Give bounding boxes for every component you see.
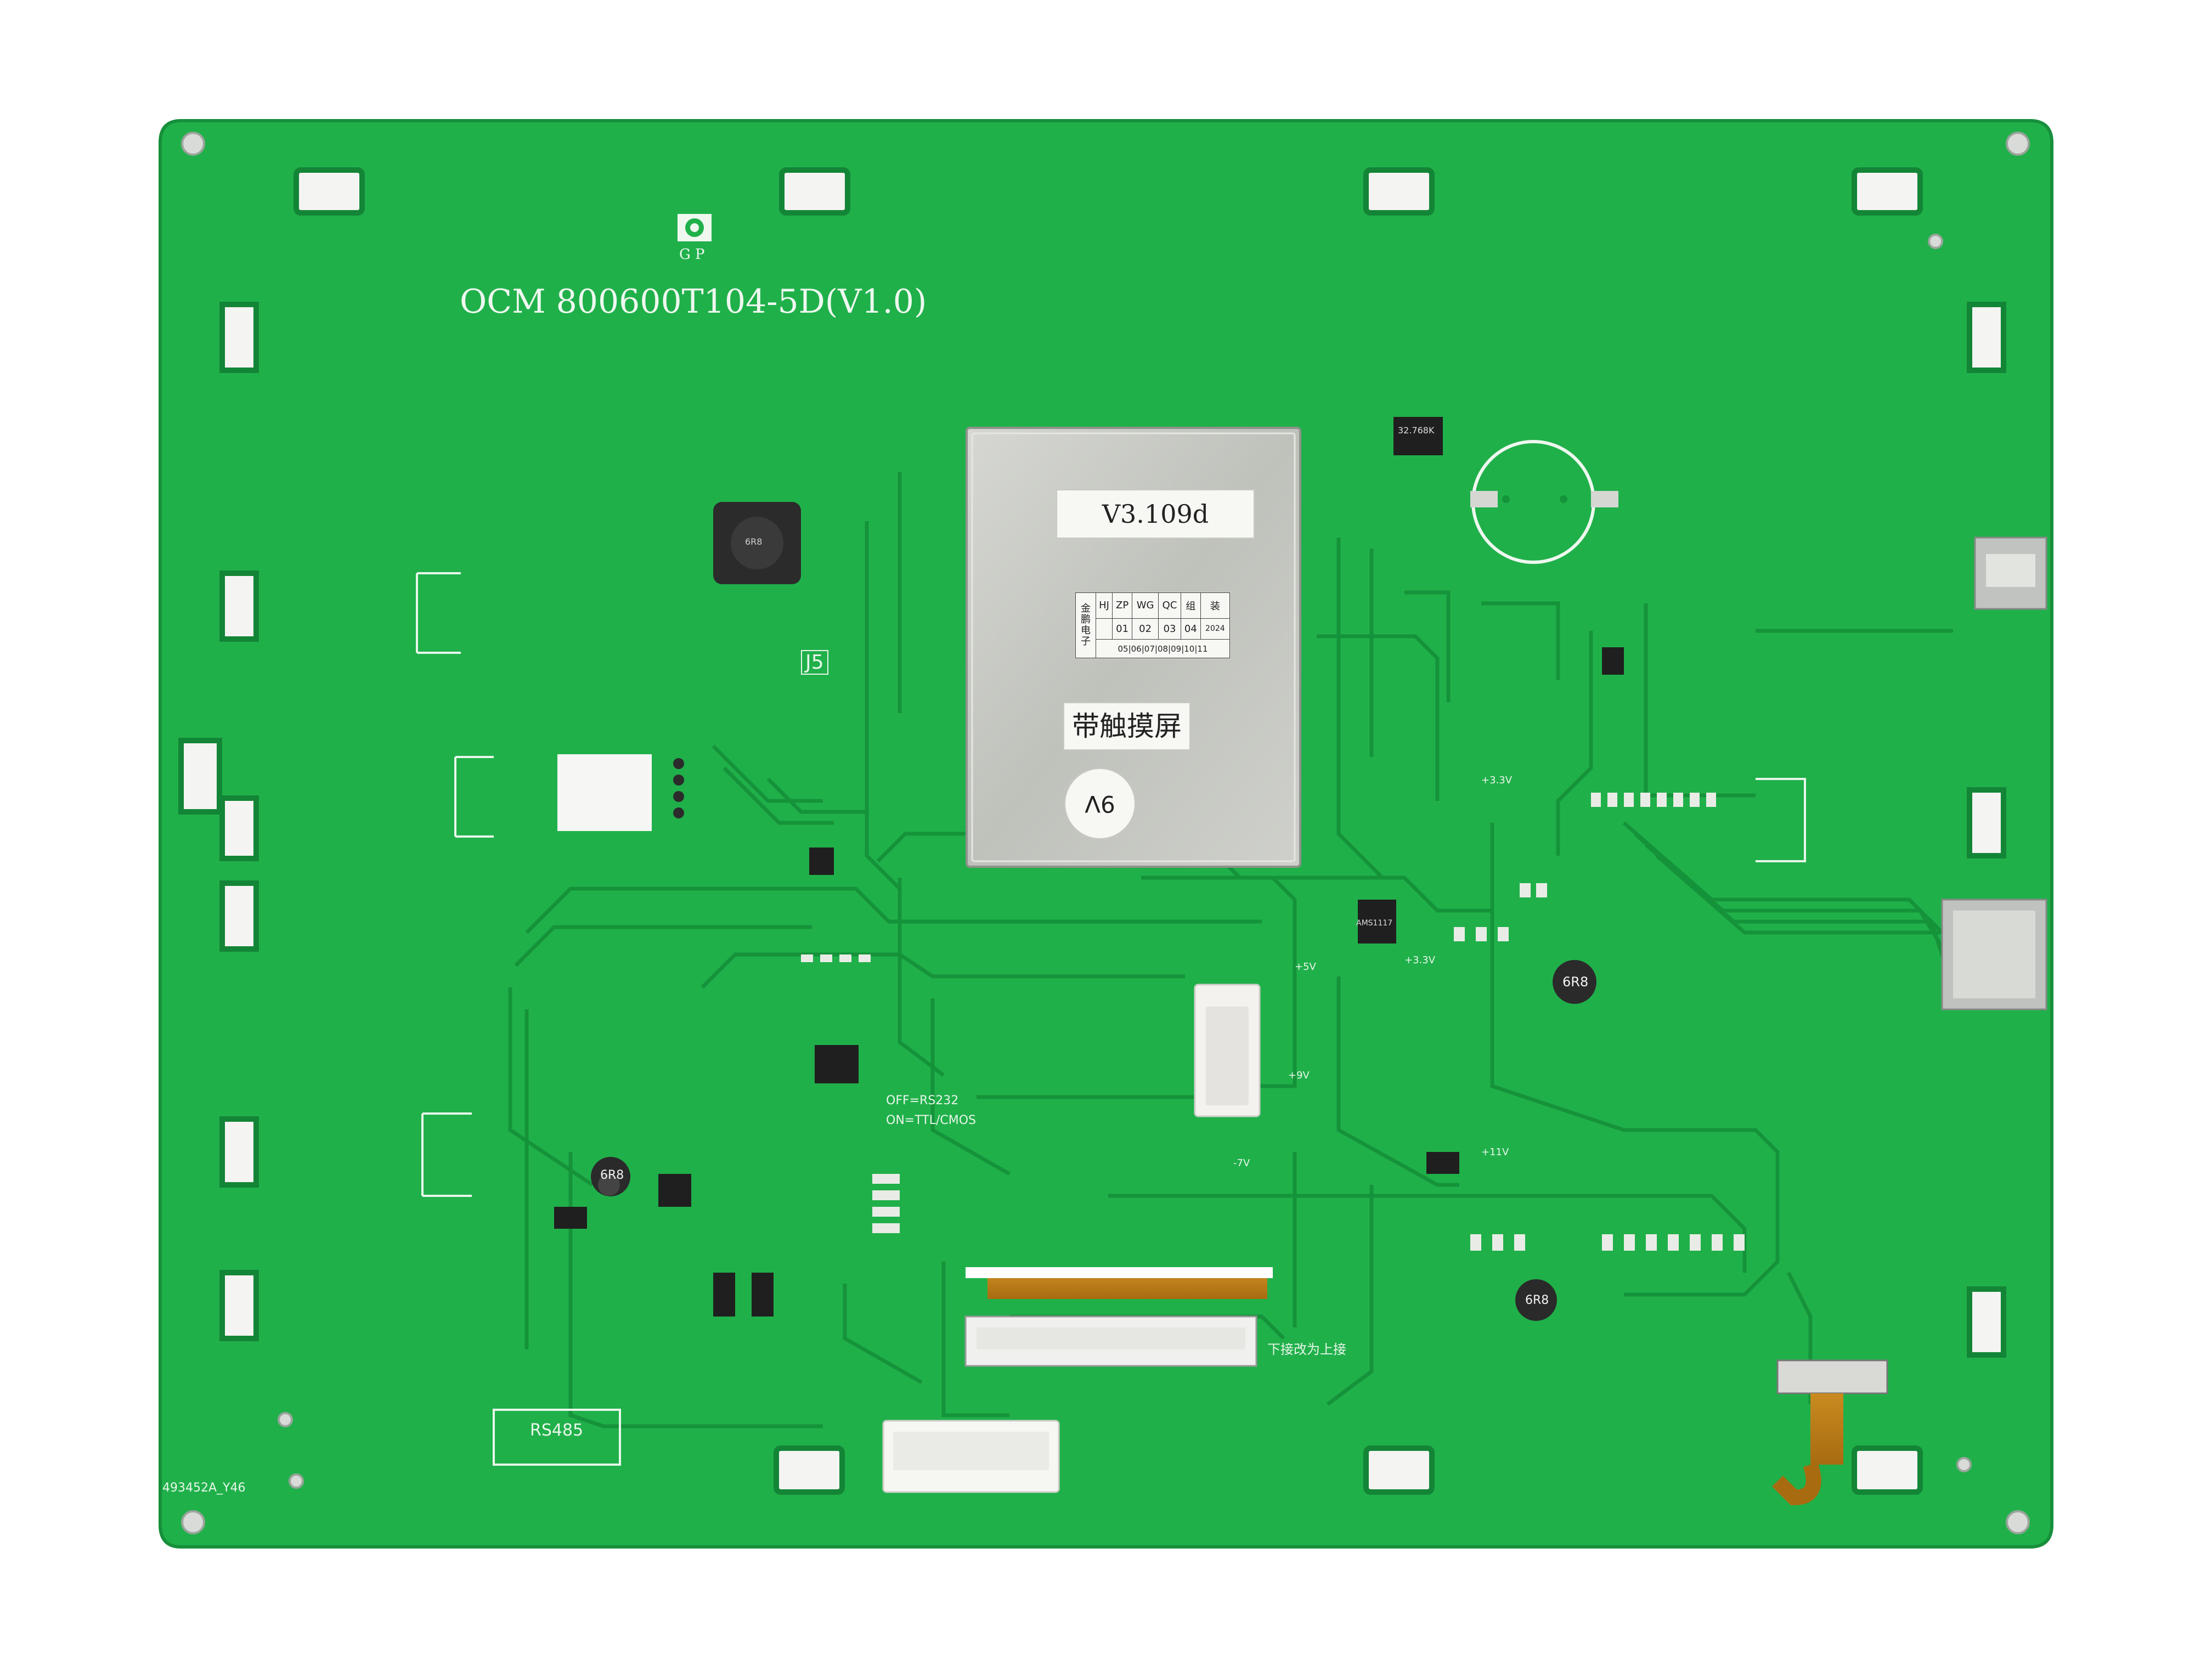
qc-cell-08: 08 [1157,643,1169,654]
qc-cell-03: 03 [1158,618,1182,640]
qc-cell-10: 10 [1184,643,1195,654]
qc-header-qc: QC [1158,592,1182,619]
connector-j18 [1194,984,1261,1117]
ic-chips [554,417,1624,1317]
voltage-label-2: +5V [1295,961,1316,973]
voltage-label-4: -7V [1233,1157,1250,1169]
voltage-label-1: +3.3V [1481,775,1513,786]
qc-cell-11: 11 [1197,643,1208,654]
qc-cell-year: 2024 [1200,618,1231,640]
qc-cell-05: 05 [1118,643,1128,654]
qc-company-2: 鹏 [1081,614,1091,625]
qc-header-zu: 组 [1181,592,1201,619]
inductor-label-1: 6R8 [600,1168,624,1182]
qc-company-3: 电 [1081,625,1091,636]
qc-cell-04: 04 [1181,618,1201,640]
ic-label: AMS1117 [1356,919,1393,928]
side-connectors [416,572,1806,1466]
mounting-holes [181,132,2030,1534]
fpc-connector [964,1267,1273,1367]
header-p5 [557,754,652,831]
connector-bottom [882,1420,1060,1493]
voltage-label-5: +11V [1481,1146,1509,1158]
battery-holder [1470,440,1618,564]
header-pins [673,758,684,818]
qc-cell-02: 02 [1132,618,1159,640]
qc-cell-06: 06 [1131,643,1142,654]
rs485-label: RS485 [530,1421,584,1440]
qc-header-zhuang: 装 [1200,592,1231,619]
qc-cell-09: 09 [1171,643,1182,654]
version-sticker: V3.109d [1056,489,1255,539]
mode-switch-off-label: OFF=RS232 [886,1094,959,1108]
qc-table: 金鹏 电子 HJ ZP WG QC 组 装 01 02 03 04 2024 0… [1075,592,1231,658]
model-silkscreen: OCM 800600T104-5D(V1.0) [460,283,927,321]
flex-cable [1772,1359,1888,1506]
touch-screen-sticker: 带触摸屏 [1063,702,1190,750]
traces [508,472,1955,1428]
qc-table-sticker: 金鹏 电子 HJ ZP WG QC 组 装 01 02 03 04 2024 0… [1074,591,1231,659]
edge-slots [178,167,2006,1495]
qc-header-hj: HJ [1095,592,1113,619]
mode-switch-on-label: ON=TTL/CMOS [886,1114,976,1127]
power-inductor [713,502,801,584]
qc-company-1: 金 [1081,603,1091,614]
note-bottom-label: 下接改为上接 [1267,1342,1346,1357]
qc-cell-01: 01 [1112,618,1133,640]
crystal-label: 32.768K [1398,425,1435,436]
voltage-label-3: +9V [1288,1070,1310,1081]
voltage-label-6: +3.3V [1404,954,1436,966]
qc-cell-07: 07 [1144,643,1155,654]
svg-text:G P: G P [679,246,705,263]
bottom-code-label: 493452A_Y46 [162,1481,246,1495]
inductor-label-2: 6R8 [1562,974,1589,990]
qc-header-zp: ZP [1112,592,1133,619]
qc-company-4: 子 [1081,636,1091,647]
card-slot [1941,899,2047,1010]
inductor-label-4: 6R8 [745,536,763,547]
inductor-label-3: 6R8 [1525,1293,1549,1307]
mini-usb-connector [1974,536,2047,610]
inductors-6r8 [591,960,1596,1321]
smd-pads [801,793,1745,1251]
gp-logo: G P [678,214,712,263]
voltage-sticker: 9V [1064,768,1136,839]
qc-header-wg: WG [1132,592,1159,619]
j5-label: J5 [801,650,828,675]
